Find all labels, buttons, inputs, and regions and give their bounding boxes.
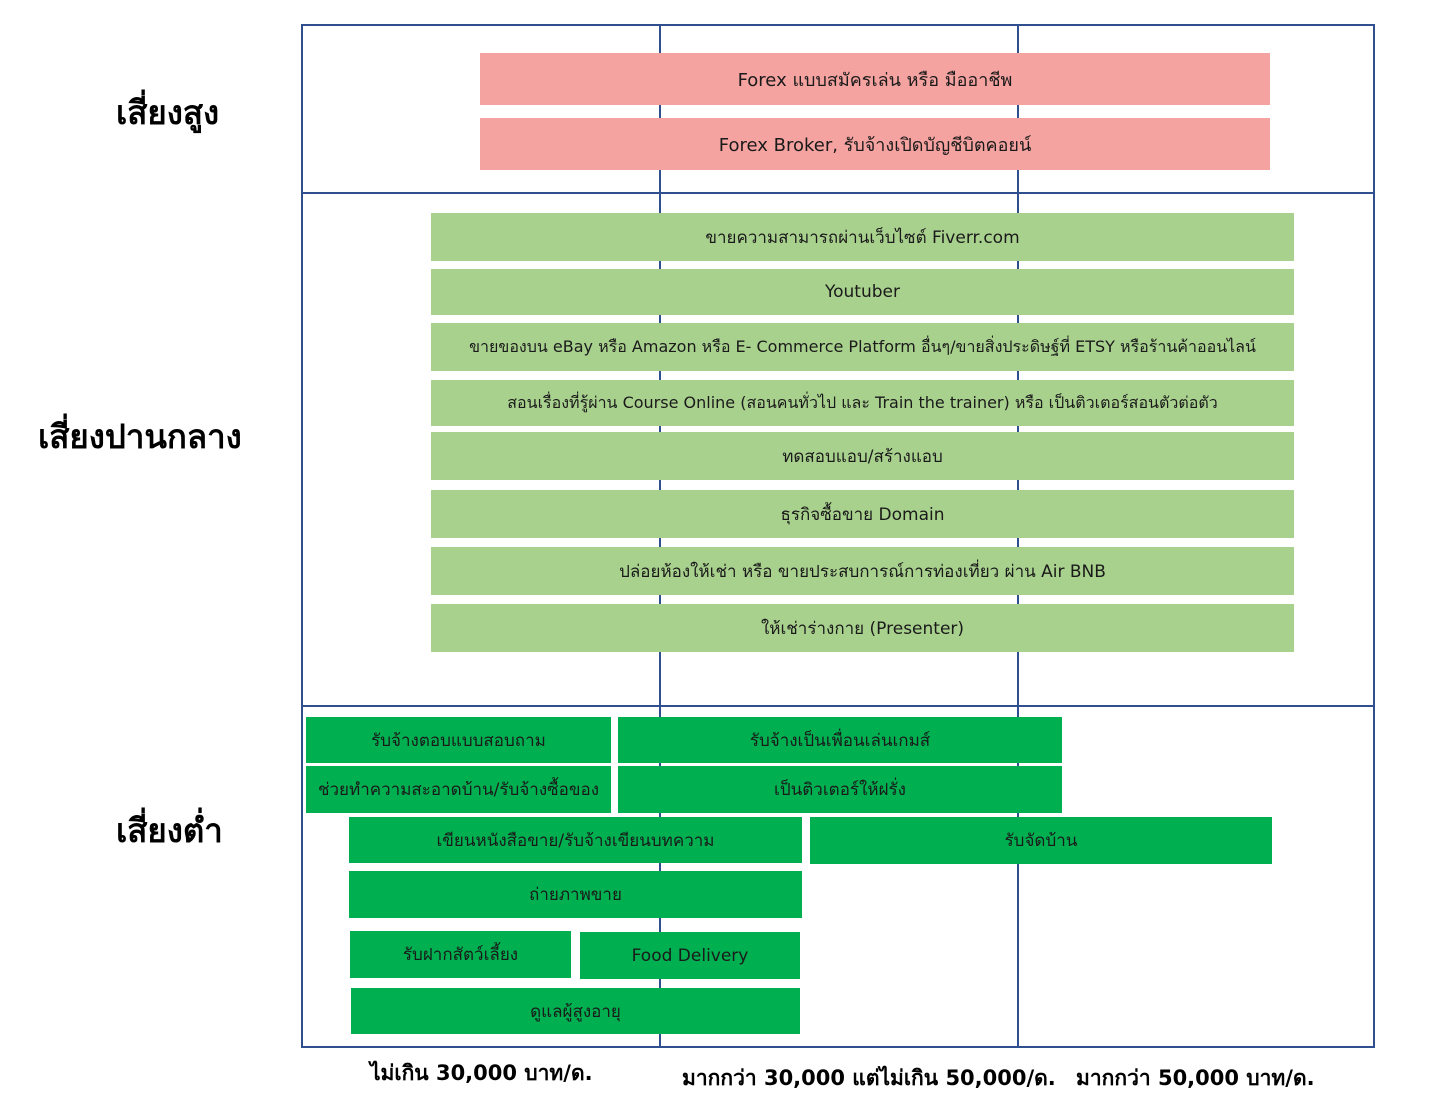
column-label-over-50k: มากกว่า 50,000 บาท/ด.	[1076, 1066, 1315, 1090]
grid-hline-1	[301, 192, 1375, 194]
low-risk-gaming-buddy: รับจ้างเป็นเพื่อนเล่นเกมส์	[618, 717, 1062, 763]
low-risk-home-organizing: รับจัดบ้าน	[810, 817, 1272, 864]
row-label-low-risk: เสี่ยงต่ำ	[116, 811, 223, 850]
medium-risk-item: ปล่อยห้องให้เช่า หรือ ขายประสบการณ์การท่…	[431, 547, 1294, 595]
low-risk-cleaning: ช่วยทำความสะอาดบ้าน/รับจ้างซื้อของ	[306, 766, 611, 813]
low-risk-photos: ถ่ายภาพขาย	[349, 871, 802, 918]
low-risk-survey: รับจ้างตอบแบบสอบถาม	[306, 717, 611, 763]
medium-risk-item: Youtuber	[431, 269, 1294, 315]
low-risk-elder-care: ดูแลผู้สูงอายุ	[351, 988, 800, 1034]
medium-risk-item: ให้เช่าร่างกาย (Presenter)	[431, 604, 1294, 652]
column-label-30k-50k: มากกว่า 30,000 แต่ไม่เกิน 50,000/ด.	[682, 1066, 1056, 1090]
row-label-high-risk: เสี่ยงสูง	[116, 93, 220, 132]
grid-hline-2	[301, 705, 1375, 707]
low-risk-food-delivery: Food Delivery	[580, 932, 800, 979]
low-risk-french-tutor: เป็นติวเตอร์ให้ฝรั่ง	[618, 766, 1062, 813]
high-risk-item: Forex Broker, รับจ้างเปิดบัญชีบิตคอยน์	[480, 118, 1270, 170]
medium-risk-item: สอนเรื่องที่รู้ผ่าน Course Online (สอนคน…	[431, 380, 1294, 426]
row-label-medium-risk: เสี่ยงปานกลาง	[38, 417, 242, 456]
high-risk-item: Forex แบบสมัครเล่น หรือ มืออาชีพ	[480, 53, 1270, 105]
column-label-under-30k: ไม่เกิน 30,000 บาท/ด.	[370, 1061, 593, 1085]
medium-risk-item: ทดสอบแอบ/สร้างแอบ	[431, 432, 1294, 480]
low-risk-writing: เขียนหนังสือขาย/รับจ้างเขียนบทความ	[349, 817, 802, 863]
medium-risk-item: ขายของบน eBay หรือ Amazon หรือ E- Commer…	[431, 323, 1294, 371]
low-risk-pet-sitting: รับฝากสัตว์เลี้ยง	[350, 931, 571, 978]
medium-risk-item: ขายความสามารถผ่านเว็บไซต์ Fiverr.com	[431, 213, 1294, 261]
matrix-frame	[301, 24, 1375, 1048]
medium-risk-item: ธุรกิจซื้อขาย Domain	[431, 490, 1294, 538]
